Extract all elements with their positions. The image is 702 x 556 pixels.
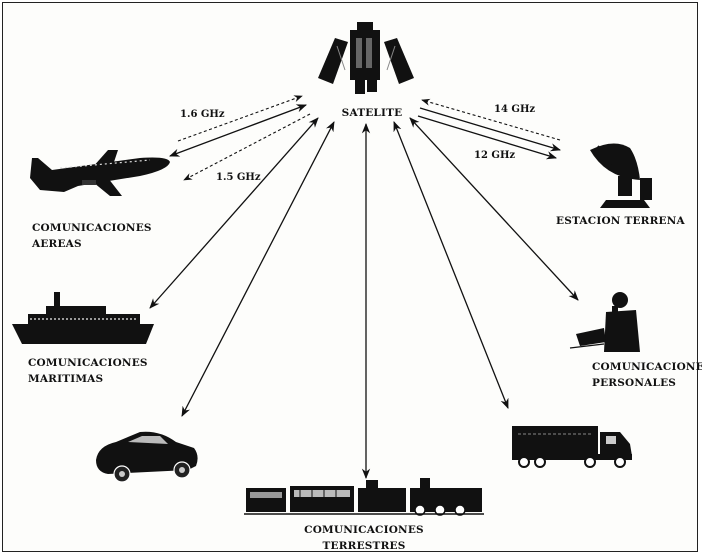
satellite-dish-icon — [590, 143, 652, 208]
truck-icon — [512, 426, 632, 467]
aircraft-label-line2: AEREAS — [31, 238, 82, 250]
personal-link-arrow — [410, 118, 578, 300]
earth-downlink-arrow-1 — [420, 108, 560, 150]
train-icon — [244, 478, 484, 515]
aircraft-label-line1: COMUNICACIONES — [32, 222, 152, 234]
personal-label-line1: COMUNICACIONES — [592, 361, 702, 373]
land-label-line2: TERRESTRES — [323, 540, 406, 552]
ship-label-line2: MARITIMAS — [28, 373, 103, 385]
maritime-link-arrow — [150, 118, 318, 308]
car-link-arrow — [182, 122, 334, 416]
personal-label-line2: PERSONALES — [592, 377, 676, 389]
aircraft-downlink-arrow — [184, 114, 310, 180]
land-label-line1: COMUNICACIONES — [304, 524, 424, 536]
satellite-label: SATELITE — [342, 107, 403, 119]
aircraft-uplink-freq: 1.6 GHz — [180, 109, 225, 120]
earth-uplink-freq: 14 GHz — [494, 104, 535, 115]
ship-label-line1: COMUNICACIONES — [28, 357, 148, 369]
person-phone-icon — [570, 292, 640, 352]
truck-link-arrow — [394, 122, 508, 408]
aircraft-downlink-freq: 1.5 GHz — [216, 172, 261, 183]
airplane-icon — [30, 150, 170, 196]
satellite-icon — [318, 22, 414, 94]
ship-icon — [12, 292, 154, 344]
earth-station-label: ESTACION TERRENA — [556, 215, 686, 227]
earth-downlink-freq: 12 GHz — [474, 150, 515, 161]
car-icon — [96, 432, 198, 482]
earth-uplink-arrow — [422, 100, 560, 140]
